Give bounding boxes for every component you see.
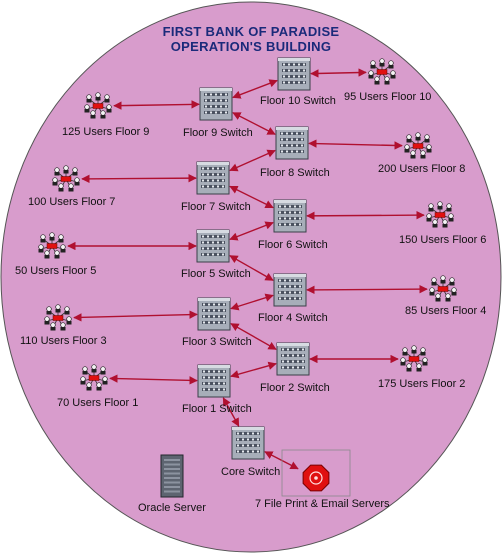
network-switch-icon-floor8-switch [275, 126, 309, 160]
label-file-servers: 7 File Print & Email Servers [255, 498, 390, 510]
label-users-floor9: 125 Users Floor 9 [62, 126, 150, 138]
link-floor4_switch-users4 [306, 284, 428, 295]
link-floor7_switch-floor6_switch [229, 185, 274, 209]
link-floor9_switch-users9 [113, 100, 200, 110]
label-users-floor7: 100 Users Floor 7 [28, 196, 116, 208]
user-group-icon-users10 [368, 58, 396, 85]
link-floor8_switch-users8 [308, 139, 403, 150]
label-floor4-switch: Floor 4 Switch [258, 312, 328, 324]
link-floor6_switch-floor5_switch [229, 221, 274, 241]
network-switch-icon-floor5-switch [196, 229, 230, 263]
label-floor7-switch: Floor 7 Switch [181, 201, 251, 213]
network-switch-icon-floor4-switch [273, 273, 307, 307]
network-switch-icon-floor9-switch [199, 87, 233, 121]
nodes-layer [38, 57, 457, 498]
label-users-floor1: 70 Users Floor 1 [57, 397, 139, 409]
user-group-icon-users4 [429, 275, 457, 302]
user-group-icon-users8 [404, 132, 432, 159]
link-floor3_switch-users3 [73, 310, 198, 322]
link-floor8_switch-floor7_switch [229, 149, 276, 172]
network-switch-icon-floor7-switch [196, 161, 230, 195]
link-floor5_switch-floor4_switch [229, 255, 274, 281]
network-switch-icon-floor1-switch [197, 364, 231, 398]
label-floor3-switch: Floor 3 Switch [182, 336, 252, 348]
server-tower-icon-oracle [160, 454, 184, 498]
network-switch-icon-floor3-switch [197, 297, 231, 331]
link-floor10_switch-users10 [310, 68, 367, 78]
user-group-icon-users5 [38, 232, 66, 259]
label-users-floor10: 95 Users Floor 10 [344, 91, 432, 103]
user-group-icon-users9 [84, 92, 112, 119]
link-core_switch-file_servers [264, 451, 299, 470]
label-floor6-switch: Floor 6 Switch [258, 239, 328, 251]
label-floor1-switch: Floor 1 Switch [182, 403, 252, 415]
link-floor1_switch-users1 [109, 374, 198, 385]
link-floor4_switch-floor3_switch [230, 293, 274, 311]
user-group-icon-users3 [44, 304, 72, 331]
network-switch-icon-floor2-switch [276, 342, 310, 376]
label-users-floor8: 200 Users Floor 8 [378, 163, 466, 175]
label-floor8-switch: Floor 8 Switch [260, 167, 330, 179]
label-users-floor6: 150 Users Floor 6 [399, 234, 487, 246]
label-users-floor4: 85 Users Floor 4 [405, 305, 487, 317]
link-floor10_switch-floor9_switch [232, 79, 278, 99]
server-octagon-icon-file-servers [281, 449, 351, 497]
diagram-title-line1: FIRST BANK OF PARADISE [162, 24, 340, 39]
link-floor3_switch-floor2_switch [230, 323, 277, 350]
link-floor7_switch-users7 [81, 173, 197, 184]
label-core-switch: Core Switch [221, 466, 281, 478]
label-users-floor2: 175 Users Floor 2 [378, 378, 466, 390]
network-switch-icon-core-switch [231, 426, 265, 460]
user-group-icon-users2 [400, 345, 428, 372]
link-floor2_switch-floor1_switch [230, 361, 277, 379]
link-floor6_switch-users6 [306, 210, 425, 221]
user-group-icon-users1 [80, 364, 108, 391]
label-floor10-switch: Floor 10 Switch [260, 95, 336, 107]
link-floor1_switch-core_switch [222, 397, 240, 427]
diagram-title-line2: OPERATION'S BUILDING [170, 39, 332, 54]
links-layer [67, 68, 428, 470]
label-users-floor3: 110 Users Floor 3 [20, 335, 107, 347]
network-switch-icon-floor6-switch [273, 199, 307, 233]
user-group-icon-users6 [426, 201, 454, 228]
label-oracle-server: Oracle Server [138, 502, 206, 514]
label-floor2-switch: Floor 2 Switch [260, 382, 330, 394]
link-floor9_switch-floor8_switch [232, 112, 276, 135]
label-floor5-switch: Floor 5 Switch [181, 268, 251, 280]
label-users-floor5: 50 Users Floor 5 [15, 265, 97, 277]
label-floor9-switch: Floor 9 Switch [183, 127, 253, 139]
network-switch-icon-floor10-switch [277, 57, 311, 91]
user-group-icon-users7 [52, 165, 80, 192]
